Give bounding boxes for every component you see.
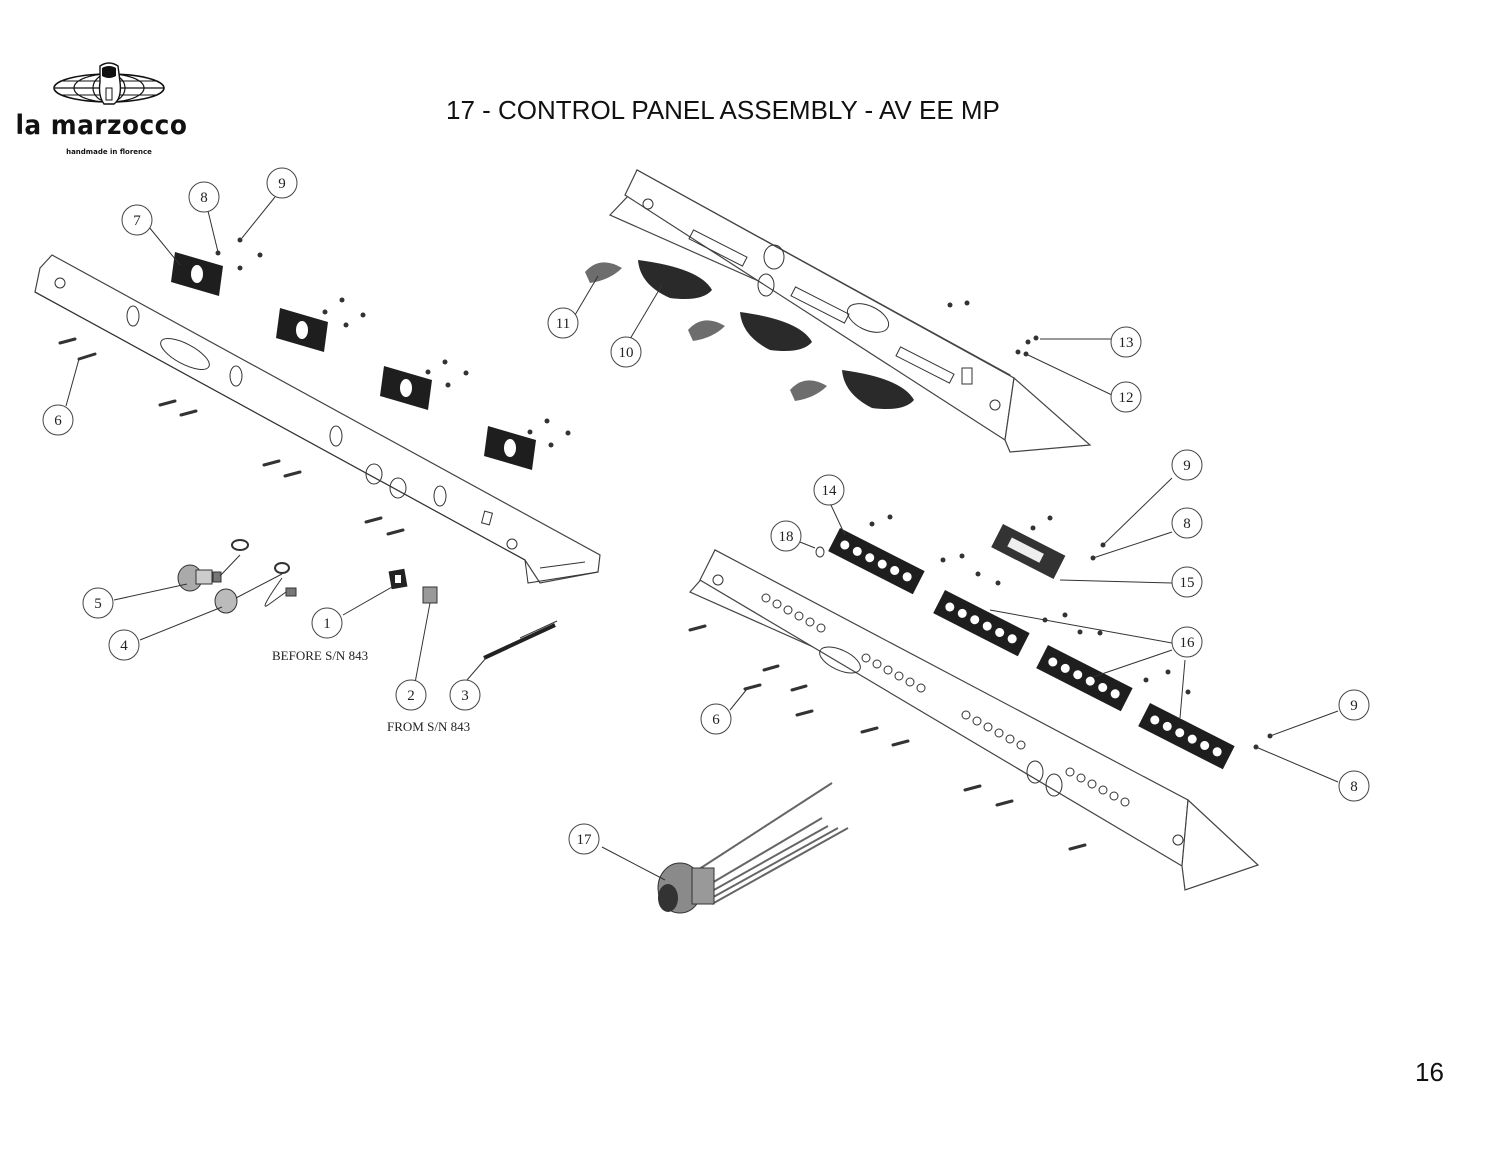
- callout-number: 8: [1183, 516, 1191, 532]
- note-from-sn: FROM S/N 843: [387, 719, 470, 734]
- callout-c14: 14: [813, 474, 845, 506]
- button-panels: [815, 524, 1235, 770]
- callout-circle: [1110, 381, 1142, 413]
- callout-number: 15: [1180, 575, 1195, 591]
- callout-circle: [1338, 689, 1370, 721]
- callout-circle: [568, 823, 600, 855]
- callout-c11: 11: [547, 307, 579, 339]
- callout-c6a: 6: [42, 404, 74, 436]
- knob-covers: [585, 260, 914, 409]
- page-number: 16: [1415, 1057, 1444, 1087]
- callout-number: 16: [1180, 635, 1196, 651]
- callout-number: 13: [1119, 335, 1134, 351]
- screws-bottom-right: [688, 624, 1087, 851]
- callout-number: 8: [200, 190, 208, 206]
- heating-element-assembly: [657, 782, 849, 914]
- callout-circle: [311, 607, 343, 639]
- callout-circle: [610, 336, 642, 368]
- callout-c13: 13: [1110, 326, 1142, 358]
- callout-number: 6: [54, 413, 62, 429]
- page-title: 17 - CONTROL PANEL ASSEMBLY - AV EE MP: [446, 95, 1000, 125]
- callout-circle: [1171, 626, 1203, 658]
- callout-c18: 18: [770, 520, 802, 552]
- callout-circle: [1171, 566, 1203, 598]
- screws-left: [58, 337, 405, 536]
- callout-c5: 5: [82, 587, 114, 619]
- callout-circle: [82, 587, 114, 619]
- callout-number: 5: [94, 596, 102, 612]
- callout-number: 1: [323, 616, 331, 632]
- callout-number: 7: [133, 213, 141, 229]
- callout-circle: [1338, 770, 1370, 802]
- callout-number: 11: [556, 316, 570, 332]
- leader-lines: [65, 196, 1339, 881]
- callout-circle: [700, 703, 732, 735]
- switch-housings-left: [171, 252, 536, 470]
- brand-logo: la marzocco handmade in florence: [14, 62, 204, 162]
- callout-number: 18: [779, 529, 794, 545]
- callout-circle: [770, 520, 802, 552]
- bottom-right-control-panel: [689, 549, 1260, 891]
- callout-number: 17: [577, 832, 593, 848]
- callout-c7: 7: [121, 204, 153, 236]
- note-before-sn: BEFORE S/N 843: [272, 648, 368, 663]
- callout-circle: [449, 679, 481, 711]
- callout-number: 10: [619, 345, 634, 361]
- callout-c9b: 9: [1171, 449, 1203, 481]
- callout-c6b: 6: [700, 703, 732, 735]
- callout-c4: 4: [108, 629, 140, 661]
- nuts-washers-left: [215, 237, 571, 448]
- callout-circle: [1171, 507, 1203, 539]
- left-control-panel: [34, 254, 601, 584]
- callout-c3: 3: [449, 679, 481, 711]
- callout-circle: [266, 167, 298, 199]
- brand-tagline: handmade in florence: [66, 148, 152, 156]
- callout-number: 2: [407, 688, 415, 704]
- callout-number: 9: [278, 176, 286, 192]
- callout-c15: 15: [1171, 566, 1203, 598]
- nuts-bottom-right: [869, 514, 1273, 750]
- callout-c8a: 8: [188, 181, 220, 213]
- callout-number: 6: [712, 712, 720, 728]
- callout-circle: [188, 181, 220, 213]
- callout-c10: 10: [610, 336, 642, 368]
- callout-c9a: 9: [266, 167, 298, 199]
- callout-circle: [395, 679, 427, 711]
- pressure-gauges: [177, 539, 297, 614]
- callout-c8b: 8: [1171, 507, 1203, 539]
- globe-lion-icon: [53, 62, 165, 105]
- callout-number: 12: [1119, 390, 1134, 406]
- callout-c16: 16: [1171, 626, 1203, 658]
- callout-circle: [813, 474, 845, 506]
- callout-number: 14: [822, 483, 838, 499]
- callout-circle: [547, 307, 579, 339]
- callout-number: 9: [1183, 458, 1191, 474]
- callout-c12: 12: [1110, 381, 1142, 413]
- callout-number: 9: [1350, 698, 1358, 714]
- callout-c8c: 8: [1338, 770, 1370, 802]
- callout-number: 8: [1350, 779, 1358, 795]
- callout-circle: [121, 204, 153, 236]
- nuts-top-right: [947, 300, 1039, 357]
- top-right-control-panel: [608, 169, 1092, 453]
- callout-c2: 2: [395, 679, 427, 711]
- callout-circle: [1171, 449, 1203, 481]
- callout-number: 4: [120, 638, 128, 654]
- brand-name: la marzocco: [15, 110, 188, 141]
- callout-c1: 1: [311, 607, 343, 639]
- callout-circle: [42, 404, 74, 436]
- switches-parts-1-2-3: [388, 568, 558, 660]
- callout-number: 3: [461, 688, 469, 704]
- callout-circle: [108, 629, 140, 661]
- callout-circle: [1110, 326, 1142, 358]
- callout-c17: 17: [568, 823, 600, 855]
- callout-c9c: 9: [1338, 689, 1370, 721]
